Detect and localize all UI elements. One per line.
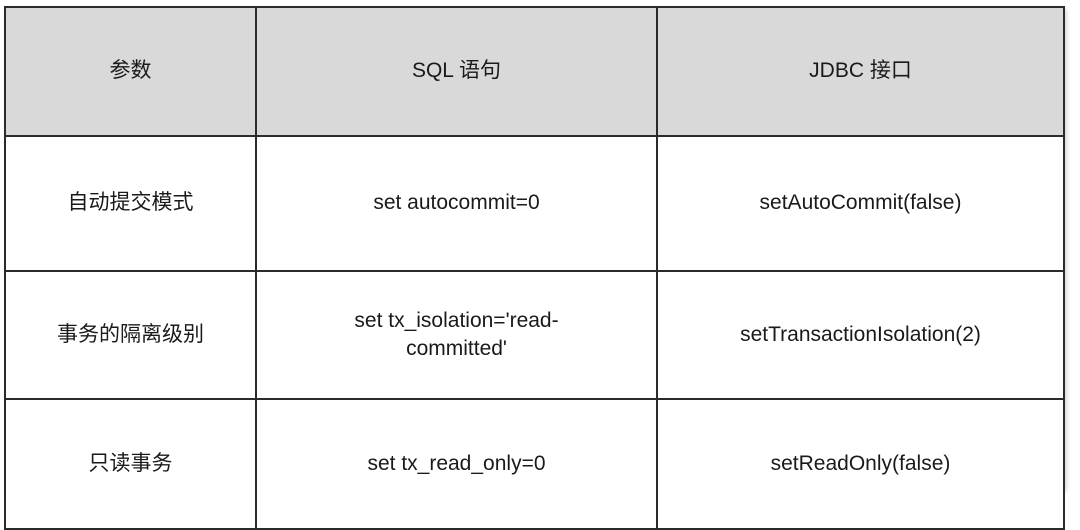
table-header-row: 参数 SQL 语句 JDBC 接口 <box>4 6 1065 137</box>
cell-param-readonly: 只读事务 <box>4 398 257 530</box>
cell-param-autocommit: 自动提交模式 <box>4 135 257 272</box>
cell-sql-readonly-text: set tx_read_only=0 <box>367 451 546 475</box>
table-row: 事务的隔离级别 set tx_isolation='read-committed… <box>4 270 1065 400</box>
cell-sql-readonly: set tx_read_only=0 <box>255 398 658 530</box>
table-row: 自动提交模式 set autocommit=0 setAutoCommit(fa… <box>4 135 1065 272</box>
cell-sql-isolation: set tx_isolation='read-committed' <box>255 270 658 400</box>
cell-jdbc-readonly: setReadOnly(false) <box>656 398 1065 530</box>
column-header-jdbc: JDBC 接口 <box>656 6 1065 137</box>
cell-param-isolation: 事务的隔离级别 <box>4 270 257 400</box>
cell-sql-isolation-text: set tx_isolation='read-committed' <box>354 308 559 360</box>
table-body: 自动提交模式 set autocommit=0 setAutoCommit(fa… <box>4 135 1065 530</box>
column-header-param: 参数 <box>4 6 257 137</box>
cell-jdbc-autocommit: setAutoCommit(false) <box>656 135 1065 272</box>
cell-sql-autocommit: set autocommit=0 <box>255 135 658 272</box>
parameters-table-container: 参数 SQL 语句 JDBC 接口 自动提交模式 set autocommit=… <box>4 6 1065 530</box>
cell-jdbc-isolation: setTransactionIsolation(2) <box>656 270 1065 400</box>
cell-sql-autocommit-text: set autocommit=0 <box>373 191 540 215</box>
table-header: 参数 SQL 语句 JDBC 接口 <box>4 6 1065 137</box>
table-row: 只读事务 set tx_read_only=0 setReadOnly(fals… <box>4 398 1065 530</box>
column-header-sql: SQL 语句 <box>255 6 658 137</box>
page-root: 参数 SQL 语句 JDBC 接口 自动提交模式 set autocommit=… <box>4 6 1065 530</box>
parameters-table: 参数 SQL 语句 JDBC 接口 自动提交模式 set autocommit=… <box>4 6 1065 530</box>
